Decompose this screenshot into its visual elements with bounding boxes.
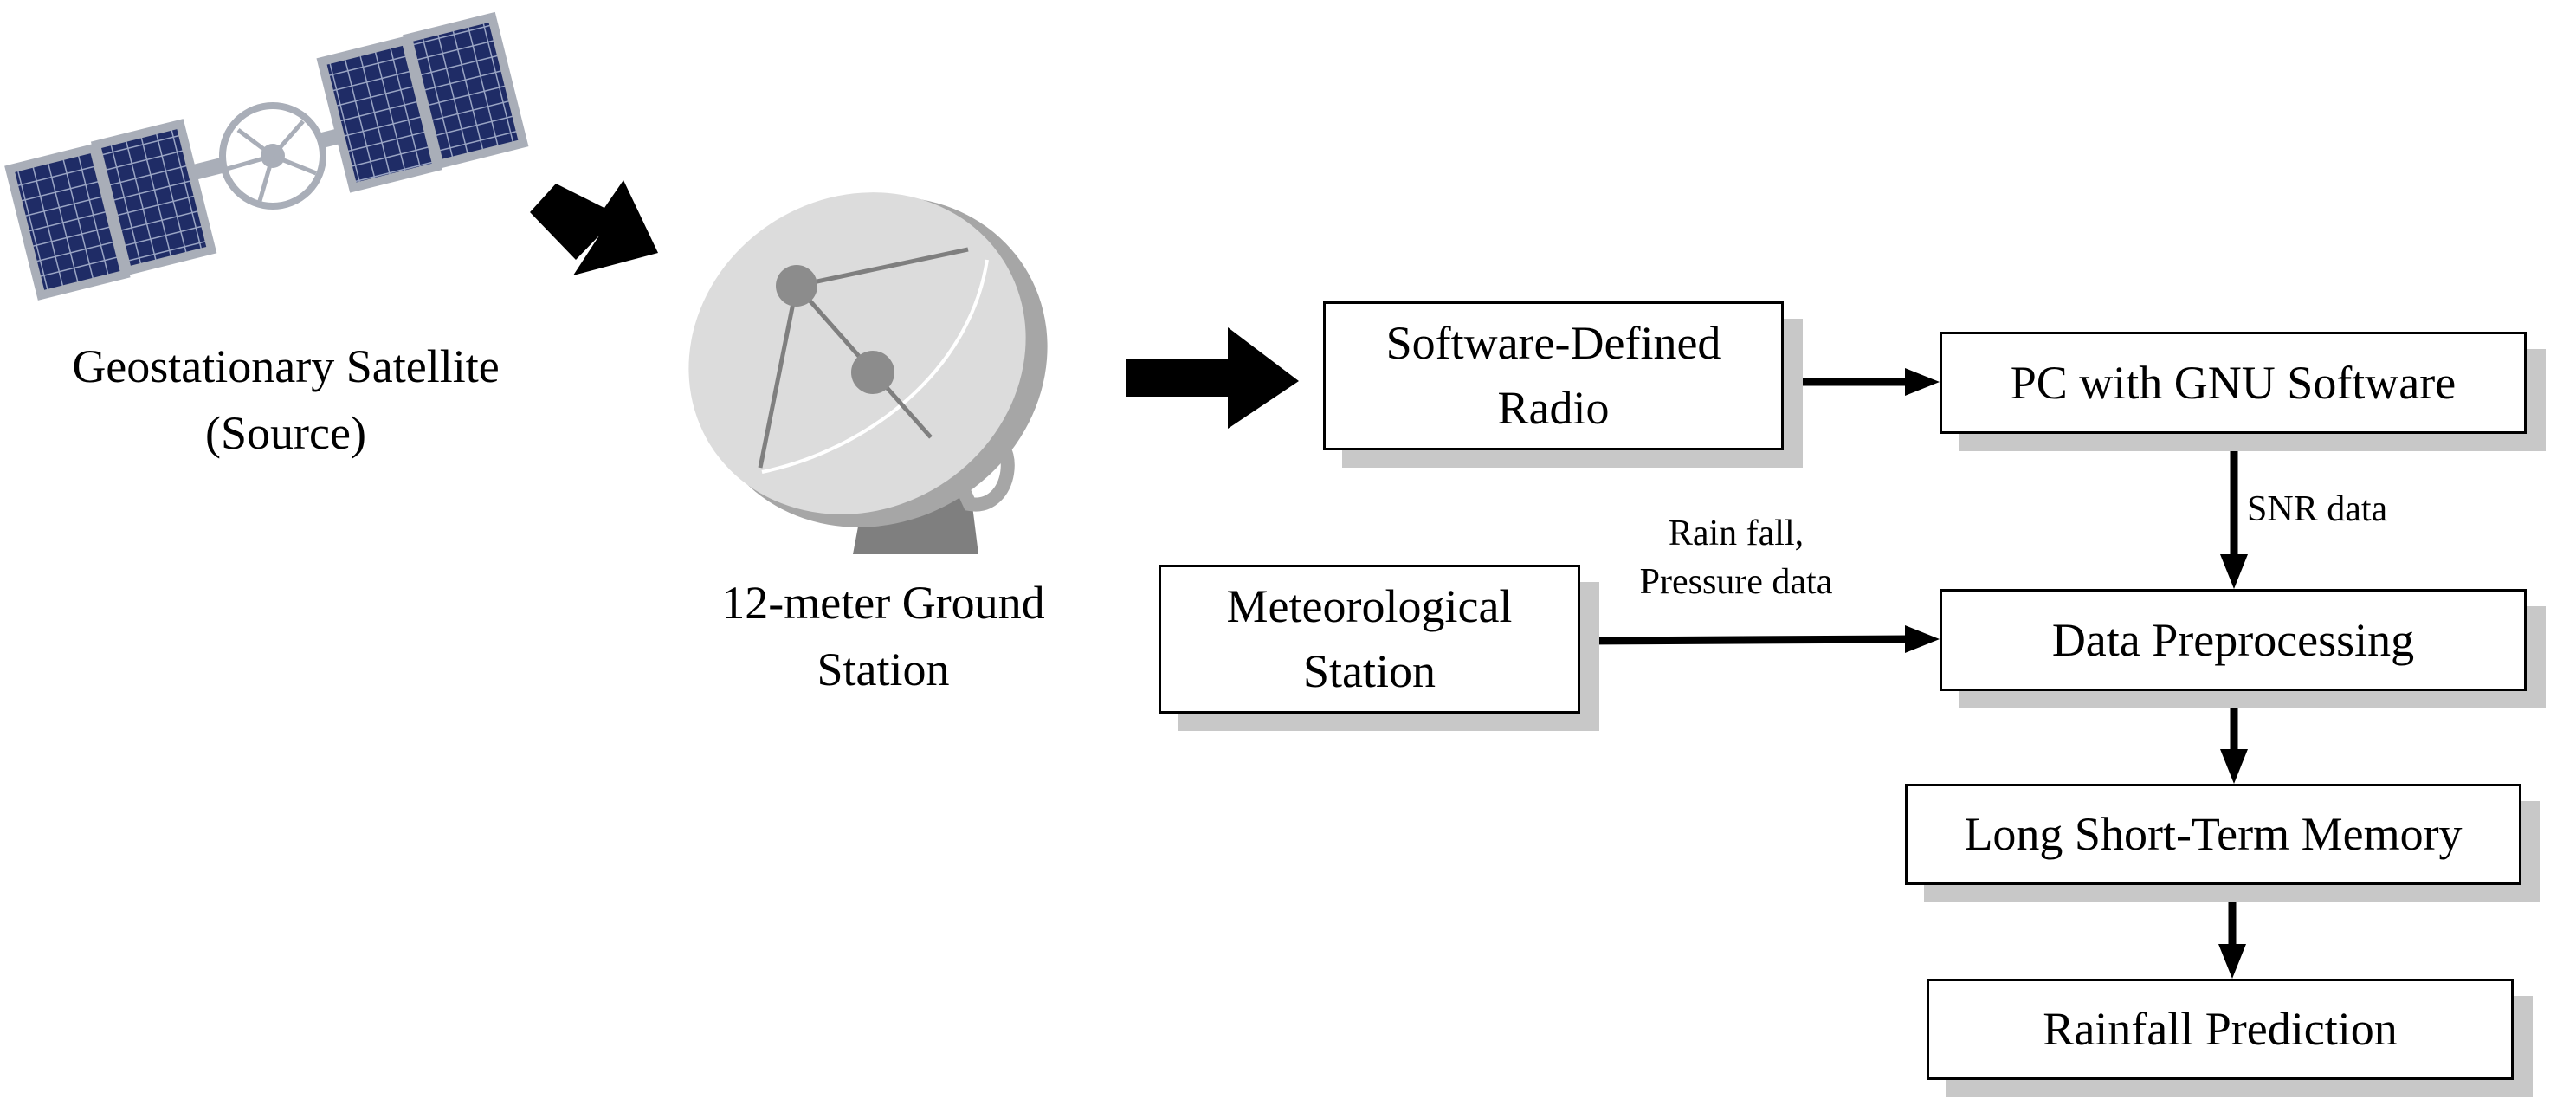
satellite-label-line1: Geostationary Satellite bbox=[72, 340, 500, 392]
satellite-to-dish-arrow bbox=[530, 180, 658, 275]
meteorological-station-box: Meteorological Station bbox=[1159, 565, 1580, 714]
met-box-line1: Meteorological bbox=[1226, 580, 1513, 632]
prediction-box-label: Rainfall Prediction bbox=[2043, 1003, 2398, 1055]
arrow-met-to-preprocessing bbox=[1579, 625, 1940, 653]
arrow-pc-to-preprocessing bbox=[2220, 435, 2248, 589]
preprocessing-box-label: Data Preprocessing bbox=[2051, 613, 2415, 666]
ground-station-label-line1: 12-meter Ground bbox=[721, 577, 1045, 629]
met-box-line2: Station bbox=[1302, 645, 1436, 697]
satellite-label: Geostationary Satellite (Source) bbox=[17, 333, 554, 467]
lstm-box: Long Short-Term Memory bbox=[1905, 784, 2521, 885]
satellite-icon bbox=[4, 11, 529, 301]
rainfall-prediction-box: Rainfall Prediction bbox=[1927, 979, 2514, 1080]
pc-box: PC with GNU Software bbox=[1940, 332, 2527, 434]
arrow-preprocessing-to-lstm bbox=[2220, 691, 2248, 784]
satellite-dish-icon bbox=[688, 192, 1048, 554]
satellite-label-line2: (Source) bbox=[205, 407, 366, 459]
arrow-lstm-to-prediction bbox=[2218, 885, 2246, 979]
ground-station-label-line2: Station bbox=[817, 643, 950, 695]
rain-fall-text: Rain fall, bbox=[1668, 514, 1804, 553]
sdr-box-line2: Radio bbox=[1497, 382, 1610, 434]
ground-station-label: 12-meter Ground Station bbox=[667, 570, 1100, 703]
sdr-box: Software-Defined Radio bbox=[1323, 301, 1784, 450]
dish-to-sdr-arrow bbox=[1126, 327, 1299, 429]
arrow-sdr-to-pc bbox=[1784, 368, 1940, 396]
preprocessing-box: Data Preprocessing bbox=[1940, 589, 2527, 691]
rain-pressure-label: Rain fall, Pressure data bbox=[1593, 509, 1879, 606]
snr-data-text: SNR data bbox=[2247, 489, 2388, 529]
pressure-data-text: Pressure data bbox=[1639, 562, 1833, 602]
lstm-box-label: Long Short-Term Memory bbox=[1964, 808, 2463, 860]
sdr-box-line1: Software-Defined bbox=[1385, 317, 1721, 369]
pc-box-label: PC with GNU Software bbox=[2010, 356, 2457, 409]
snr-data-label: SNR data bbox=[2247, 485, 2446, 533]
